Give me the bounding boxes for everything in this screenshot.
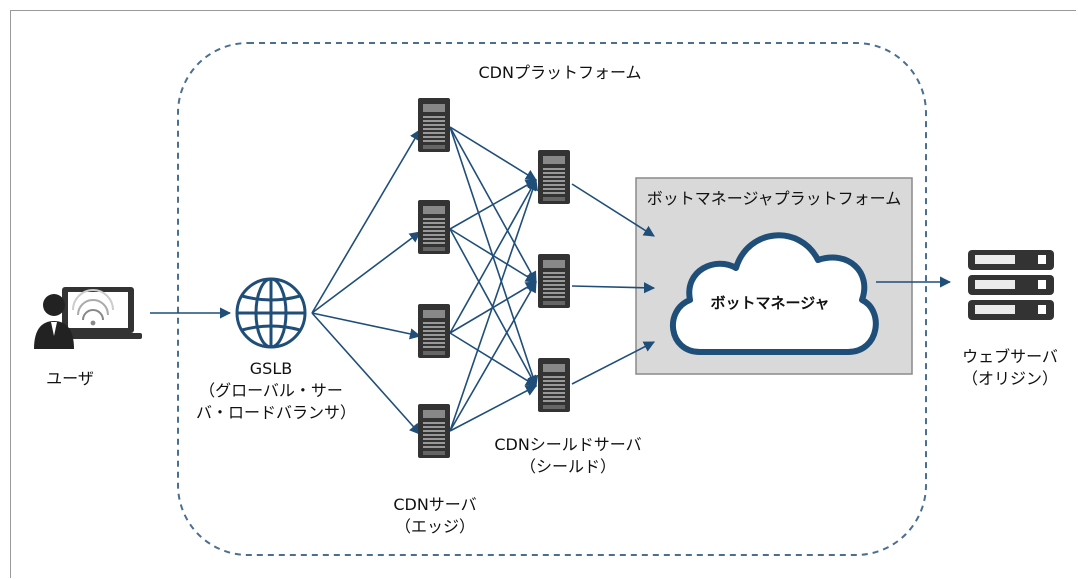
edge-s1-to-botmgr [571, 183, 655, 237]
globe-icon [235, 277, 307, 349]
origin-label-line2: （オリジン） [961, 369, 1058, 388]
user-label: ユーザ [46, 369, 94, 388]
connections [150, 126, 952, 435]
cdn-platform-region [177, 42, 927, 556]
edge-e4-to-s1 [449, 178, 539, 432]
origin-label-line1: ウェブサーバ [962, 347, 1058, 366]
gslb-label-line1: GSLB [249, 359, 293, 378]
cloud-icon [669, 232, 879, 355]
edge-e4-to-s3 [449, 385, 537, 432]
edge-gslb-to-edge2 [311, 231, 421, 314]
edge-gslb-to-edge3 [311, 312, 422, 340]
bot-manager-label: ボットマネージャ [710, 294, 830, 312]
gslb-label-line3: バ・ロードバランサ） [196, 403, 357, 422]
bot-platform-title: ボットマネージャプラットフォーム [646, 189, 902, 208]
shield-label-line2: （シールド） [519, 457, 616, 476]
edge-gslb-to-edge4 [311, 312, 421, 435]
shield-server-icon-3 [537, 357, 571, 413]
edge-server-icon-1 [417, 97, 451, 153]
gslb-label-line2: （グローバル・サー [199, 381, 343, 400]
edge-server-icon-4 [417, 403, 451, 459]
shield-label-line1: CDNシールドサーバ [494, 435, 642, 454]
edge-e3-to-s1 [449, 179, 537, 334]
edge-e4-to-s2 [449, 281, 537, 432]
edge-e2-to-s1 [449, 179, 537, 230]
edge-label-line1: CDNサーバ [393, 495, 477, 514]
edge-label-line2: （エッジ） [394, 517, 475, 536]
edge-e3-to-s3 [449, 332, 537, 387]
edge-s2-to-botmgr [571, 282, 656, 294]
edge-gslb-to-edge1 [311, 129, 421, 314]
edge-e1-to-s1 [449, 126, 537, 181]
origin-server-rack-icon [968, 250, 1054, 320]
edge-server-icon-3 [417, 303, 451, 359]
shield-server-icon-1 [537, 149, 571, 205]
user-icon [34, 287, 142, 349]
cdn-platform-title: CDNプラットフォーム [478, 63, 642, 82]
figure-frame [10, 10, 1076, 578]
edge-server-icon-2 [417, 199, 451, 255]
shield-server-icon-2 [537, 253, 571, 309]
edge-s3-to-botmgr [571, 341, 655, 385]
